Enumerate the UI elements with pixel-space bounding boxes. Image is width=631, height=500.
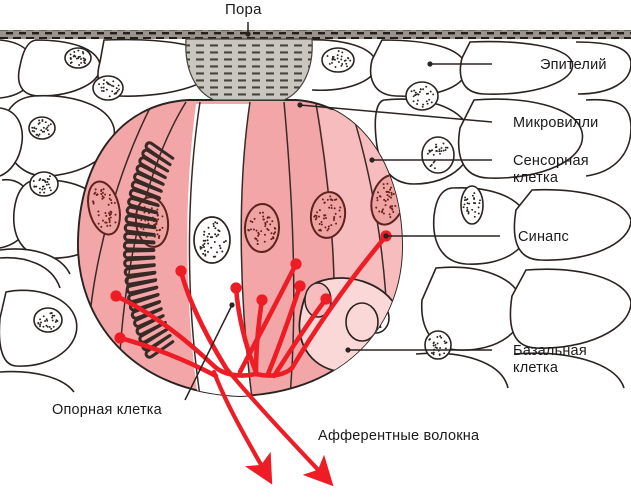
epithelial-nucleus	[406, 82, 438, 110]
epithelial-nucleus	[34, 308, 62, 332]
epithelial-nucleus	[29, 117, 55, 139]
label-supporting-cell: Опорная клетка	[52, 402, 162, 419]
synapse-terminal	[110, 290, 121, 301]
taste-pore	[186, 39, 312, 100]
basal-cell-leader-dot	[345, 347, 350, 352]
sensory-nucleus	[244, 203, 280, 252]
epithelial-nucleus	[461, 186, 483, 224]
label-epithelium: Эпителий	[540, 57, 607, 74]
synapse-terminal	[320, 293, 331, 304]
epithelial-nucleus	[93, 76, 123, 100]
supporting-cell-leader-dot	[229, 302, 234, 307]
synapse-terminal	[294, 280, 305, 291]
label-pore: Пора	[225, 2, 262, 19]
epithelium-leader-dot	[427, 61, 432, 66]
synapse-terminal	[175, 265, 186, 276]
epithelial-nucleus	[425, 331, 451, 359]
synapse-leader-dot	[383, 233, 388, 238]
epithelial-nucleus	[322, 48, 354, 72]
supporting-cell-nucleus	[194, 217, 230, 263]
microvilli-leader-dot	[297, 102, 302, 107]
epithelial-nucleus	[65, 48, 91, 68]
label-basal-cell: Базальная клетка	[513, 343, 587, 376]
synapse-terminal	[230, 282, 241, 293]
label-synapse: Синапс	[518, 229, 569, 246]
pore-leader-dot	[245, 31, 250, 36]
label-afferent-fibers: Афферентные волокна	[318, 428, 479, 445]
synapse-terminal	[256, 294, 267, 305]
synapse-terminal	[290, 258, 301, 269]
epithelial-nucleus	[422, 137, 454, 173]
synapse-terminal	[114, 332, 125, 343]
epithelial-surface-band	[0, 30, 631, 39]
label-microvilli: Микровилли	[513, 115, 598, 132]
label-sensory-cell: Сенсорная клетка	[513, 153, 589, 186]
epithelial-nucleus	[30, 172, 58, 196]
sensory-cell-leader-dot	[369, 157, 374, 162]
